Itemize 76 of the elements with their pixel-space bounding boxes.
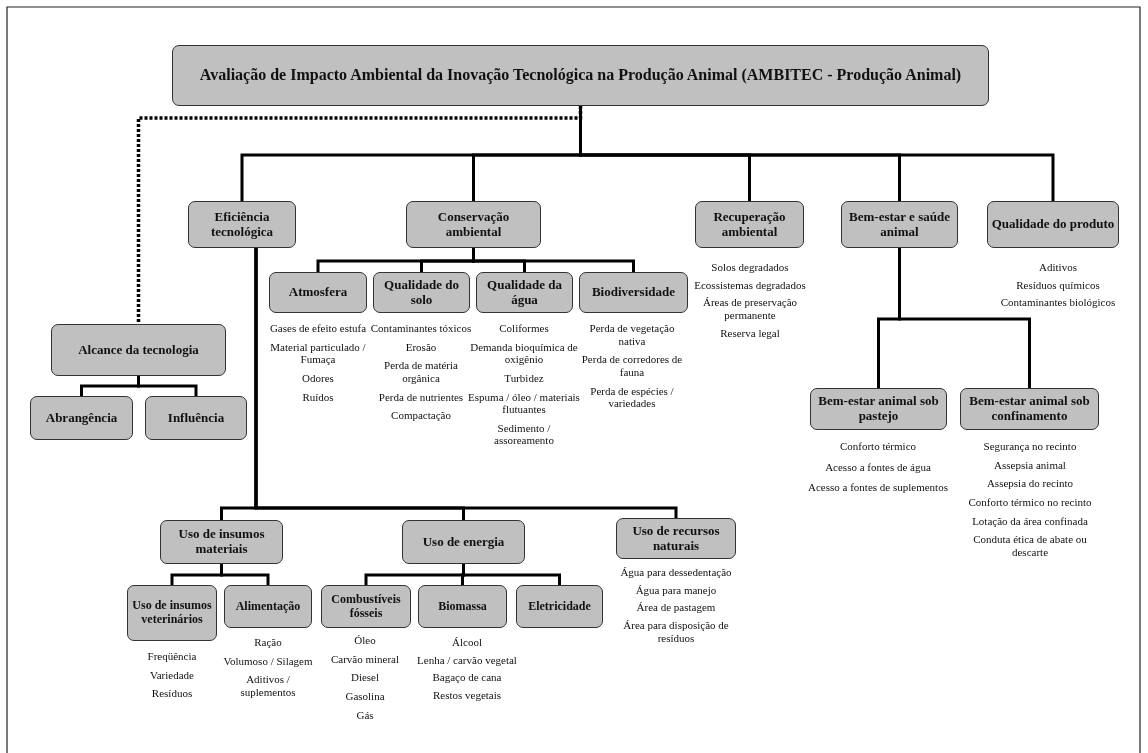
indicator-text: Resíduos químicos [1015,278,1101,292]
category-box: Eletricidade [516,585,603,628]
indicator-text: Água para manejo [634,583,718,597]
indicator-text: Variedade [149,668,195,682]
category-box: Uso de recursos naturais [616,518,736,559]
indicator-text: Áreas de preservação permanente [701,296,799,322]
category-box: Qualidade da água [476,272,573,313]
indicator-text: Álcool [451,636,483,649]
indicator-text: Ecossistemas degradados [693,278,807,292]
category-box: Atmosfera [269,272,367,313]
category-box: Bem-estar animal sob pastejo [810,388,947,430]
indicator-text: Odores [301,371,335,385]
title-box: Avaliação de Impacto Ambiental da Inovação Tecnológica na Produção Animal (AMBITEC - Produção Animal) [172,45,989,106]
indicator-text: Conduta ética de abate ou descarte [972,533,1088,559]
category-box: Uso de insumos veterinários [127,585,217,641]
category-box: Uso de energia [402,520,525,564]
indicator-text: Espuma / óleo / materiais flutuantes [468,390,580,416]
indicator-text: Área para disposição de resíduos [622,618,730,645]
category-box: Qualidade do produto [987,201,1119,248]
indicator-text: Compactação [390,409,452,422]
category-box: Bem-estar e saúde animal [841,201,958,248]
indicator-text: Carvão mineral [329,652,401,666]
indicator-text: Contaminantes biológicos [999,296,1117,309]
indicator-text: Volumoso / Silagem [223,654,313,668]
indicator-text: Óleo [353,634,377,647]
indicator-text: Resíduos [150,687,194,700]
indicator-text: Solos degradados [710,261,790,274]
indicator-text: Turbidez [503,371,545,385]
category-box: Conservação ambiental [406,201,541,248]
indicator-text: Reserva legal [719,326,781,340]
indicator-text: Gasolina [344,689,386,703]
category-box: Combustíveis fósseis [321,585,411,628]
category-box: Qualidade do solo [373,272,470,313]
indicator-text: Restos vegetais [431,688,503,702]
indicator-text: Ração [253,636,283,649]
indicator-text: Acesso a fontes de água [824,460,932,474]
indicator-text: Assepsia do recinto [985,477,1075,490]
indicator-text: Lotação da área confinada [971,514,1089,528]
indicator-text: Freqüência [146,650,198,663]
indicator-text: Perda de matéria orgânica [383,359,459,385]
indicator-text: Gás [355,708,375,722]
indicator-text: Assepsia animal [993,458,1067,472]
category-box: Influência [145,396,247,440]
indicator-text: Segurança no recinto [982,440,1078,453]
indicator-text: Aditivos [1038,261,1078,274]
indicator-text: Perda de corredores de fauna [580,353,684,379]
indicator-text: Lenha / carvão vegetal [416,653,518,667]
category-box: Eficiência tecnológica [188,201,296,248]
indicator-text: Demanda bioquímica de oxigênio [469,340,579,366]
indicator-text: Aditivos / suplementos [239,673,297,699]
connector-line [898,248,1031,388]
indicator-text: Material particulado / Fumaça [269,340,367,366]
indicator-text: Ruídos [301,390,335,404]
category-box: Uso de insumos materiais [160,520,283,564]
indicator-text: Sedimento / assoreamento [493,421,555,448]
indicator-text: Água para dessedentação [619,566,733,579]
connector-line [472,248,635,272]
category-box: Recuperação ambiental [695,201,804,248]
category-box: Abrangência [30,396,133,440]
indicator-text: Bagaço de cana [431,671,503,684]
indicator-text: Perda de vegetação nativa [588,322,676,348]
category-box: Alimentação [224,585,312,628]
category-box: Alcance da tecnologia [51,324,226,376]
indicator-text: Conforto térmico no recinto [967,495,1093,509]
category-box: Biodiversidade [579,272,688,313]
category-box: Bem-estar animal sob confinamento [960,388,1099,430]
indicator-text: Diesel [349,671,381,684]
indicator-text: Contaminantes tóxicos [369,322,473,335]
connector-line [254,248,678,518]
indicator-text: Gases de efeito estufa [268,322,368,335]
indicator-text: Área de pastagem [635,601,717,614]
connector-line [136,106,583,324]
category-box: Biomassa [418,585,507,628]
indicator-text: Acesso a fontes de suplementos [807,481,949,494]
indicator-text: Conforto térmico [838,440,918,453]
connector-line [137,376,198,396]
